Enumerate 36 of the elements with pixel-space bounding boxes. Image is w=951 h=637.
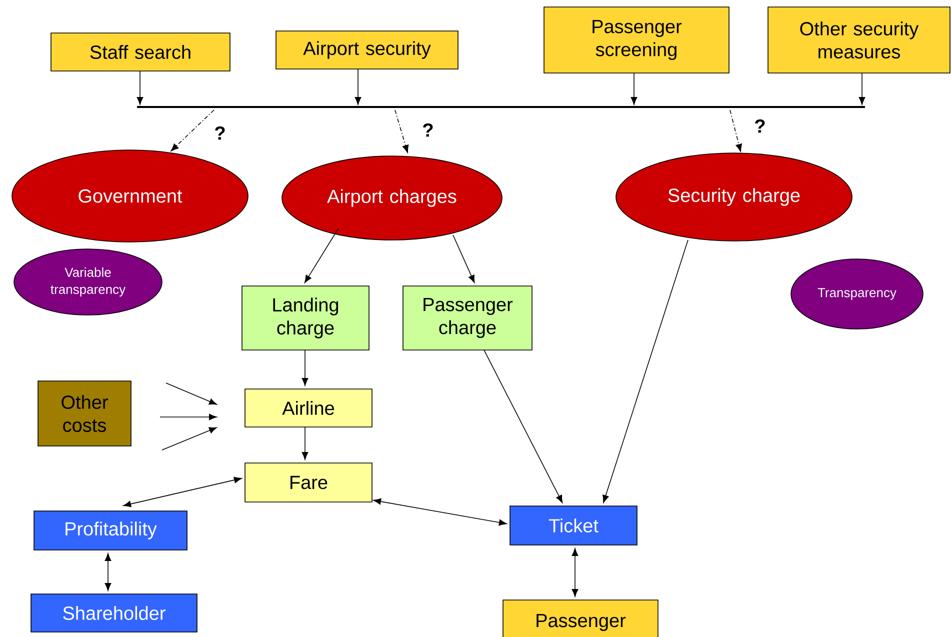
arrow — [302, 350, 308, 386]
arrow — [858, 72, 866, 105]
arrow — [304, 228, 338, 284]
arrow — [602, 240, 688, 503]
process-box: Ticket — [510, 506, 638, 546]
arrow — [104, 553, 112, 591]
arrow — [170, 110, 214, 152]
process-box: Airport security — [276, 30, 458, 70]
process-box: Passenger charge — [402, 286, 532, 350]
process-box: Shareholder — [30, 594, 198, 632]
process-box: Profitability — [34, 510, 188, 550]
edge-label: ? — [753, 118, 767, 134]
arrow — [166, 382, 217, 405]
process-box: Fare — [244, 462, 372, 502]
process-box: Landing charge — [242, 286, 370, 350]
arrow — [354, 68, 362, 105]
arrow — [123, 476, 242, 508]
arrow — [302, 426, 308, 460]
edge-label: ? — [421, 122, 435, 138]
arrow — [394, 110, 409, 153]
arrow — [730, 110, 742, 152]
process-box: Other costs — [38, 380, 132, 446]
process-box: Airline — [244, 388, 372, 428]
arrow — [452, 234, 475, 283]
edge-label: ? — [213, 125, 227, 141]
arrow — [484, 350, 563, 503]
process-box: Other security measures — [768, 6, 950, 74]
process-box: Staff search — [50, 32, 230, 72]
arrow — [136, 70, 144, 105]
arrow — [630, 72, 638, 105]
process-box: Passenger screening — [544, 6, 730, 74]
process-box: Passenger — [502, 600, 658, 637]
arrow — [160, 414, 217, 420]
arrow — [373, 498, 507, 526]
arrow — [572, 548, 578, 597]
arrow — [162, 427, 217, 450]
